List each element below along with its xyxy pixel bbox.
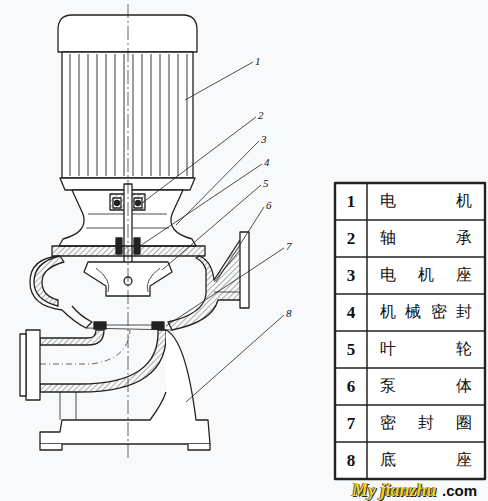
table-rule bbox=[335, 219, 485, 221]
motor-fin bbox=[88, 54, 89, 176]
motor bbox=[58, 15, 197, 190]
callout-number: 4 bbox=[264, 156, 270, 168]
motor-fin bbox=[151, 54, 152, 176]
table-number: 5 bbox=[335, 340, 367, 360]
callout-number: 2 bbox=[258, 109, 264, 121]
callout-number: 7 bbox=[286, 240, 292, 252]
table-number: 6 bbox=[335, 377, 367, 397]
table-rule bbox=[335, 404, 485, 406]
watermark: My jianzhu bbox=[352, 480, 437, 501]
table-part-name: 密封圈 bbox=[380, 413, 472, 434]
table-rule bbox=[335, 330, 485, 332]
parts-table bbox=[335, 183, 485, 479]
motor-fin bbox=[70, 54, 71, 176]
motor-fin bbox=[115, 54, 116, 176]
table-number: 7 bbox=[335, 414, 367, 434]
table-number: 8 bbox=[335, 451, 367, 471]
table-part-name: 底座 bbox=[380, 450, 472, 471]
motor-fin bbox=[142, 54, 143, 176]
table-part-name: 轴承 bbox=[380, 228, 472, 249]
table-number: 1 bbox=[335, 192, 367, 212]
motor-fin bbox=[160, 54, 161, 176]
table-part-name: 电机座 bbox=[380, 265, 472, 286]
table-rule bbox=[335, 367, 485, 369]
motor-fin bbox=[106, 54, 107, 176]
motor-fin bbox=[97, 54, 98, 176]
table-part-name: 机械密封 bbox=[380, 302, 472, 323]
motor-fin bbox=[187, 54, 188, 176]
motor-fin bbox=[169, 54, 170, 176]
elbow-pipe bbox=[20, 330, 166, 400]
table-part-name: 电机 bbox=[380, 191, 472, 212]
motor-fin bbox=[124, 54, 125, 176]
table-rule bbox=[335, 293, 485, 295]
table-number: 2 bbox=[335, 229, 367, 249]
watermark: .com bbox=[442, 482, 477, 499]
table-part-name: 泵体 bbox=[380, 376, 472, 397]
motor-fin bbox=[133, 54, 134, 176]
table-rule bbox=[335, 256, 485, 258]
callout-number: 3 bbox=[261, 133, 267, 145]
callout-number: 8 bbox=[286, 307, 292, 319]
motor-fin bbox=[79, 54, 80, 176]
table-number: 3 bbox=[335, 266, 367, 286]
table-part-name: 叶轮 bbox=[380, 339, 472, 360]
center-line bbox=[128, 4, 129, 458]
seal-ring bbox=[94, 322, 164, 329]
callout-number: 1 bbox=[255, 55, 261, 67]
callout-number: 6 bbox=[266, 199, 272, 211]
callout-number: 5 bbox=[263, 177, 269, 189]
base bbox=[40, 330, 210, 450]
motor-fin bbox=[178, 54, 179, 176]
table-rule bbox=[335, 441, 485, 443]
leader-lines bbox=[140, 62, 284, 402]
table-number: 4 bbox=[335, 303, 367, 323]
pump-body bbox=[30, 232, 249, 330]
